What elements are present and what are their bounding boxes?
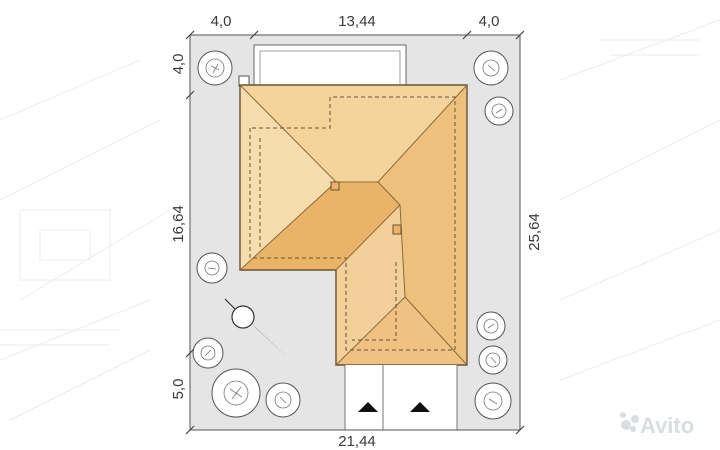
dim-left-bottom-setback: 5,0 [170, 379, 187, 400]
dim-left-house-depth: 16,64 [170, 205, 187, 243]
dim-right-total-depth: 25,64 [526, 213, 543, 251]
triangle-up-icon [358, 402, 378, 412]
dim-top-left-setback: 4,0 [211, 13, 232, 30]
background-blueprint [0, 19, 720, 421]
chimney [330, 181, 340, 191]
tree-icon [473, 50, 509, 86]
house-roof [239, 84, 468, 366]
roof-wing-bottom-plane [336, 297, 467, 365]
driveway [344, 365, 458, 430]
tree-icon [474, 382, 512, 420]
trees [192, 50, 514, 420]
avito-watermark: Avito [620, 412, 694, 438]
dimension-lines [185, 30, 525, 435]
dim-bottom-total-width: 21,44 [338, 433, 376, 450]
north-arrow-icon [224, 298, 289, 359]
roof-right-plane [378, 85, 467, 365]
tree-icon [484, 96, 514, 126]
avito-logo-icon [620, 412, 639, 432]
tree-icon [265, 382, 301, 418]
roof-wing-left-plane [336, 205, 405, 365]
tree-icon [478, 345, 508, 375]
watermark-text: Avito [640, 413, 694, 438]
dim-top-right-setback: 4,0 [479, 13, 500, 30]
tree-icon [476, 311, 506, 341]
tree-icon [196, 252, 228, 284]
tree-icon [197, 50, 233, 86]
tree-icon [211, 368, 261, 418]
tree-icon [192, 337, 224, 369]
chimney [392, 224, 402, 235]
terrace [253, 44, 407, 91]
dim-top-house-width: 13,44 [338, 13, 376, 30]
roof-center-plane [240, 182, 400, 270]
roof-top-plane [240, 85, 467, 182]
dim-left-top-setback: 4,0 [170, 54, 187, 75]
triangle-up-icon [410, 402, 430, 412]
roof-left-plane [240, 85, 336, 270]
